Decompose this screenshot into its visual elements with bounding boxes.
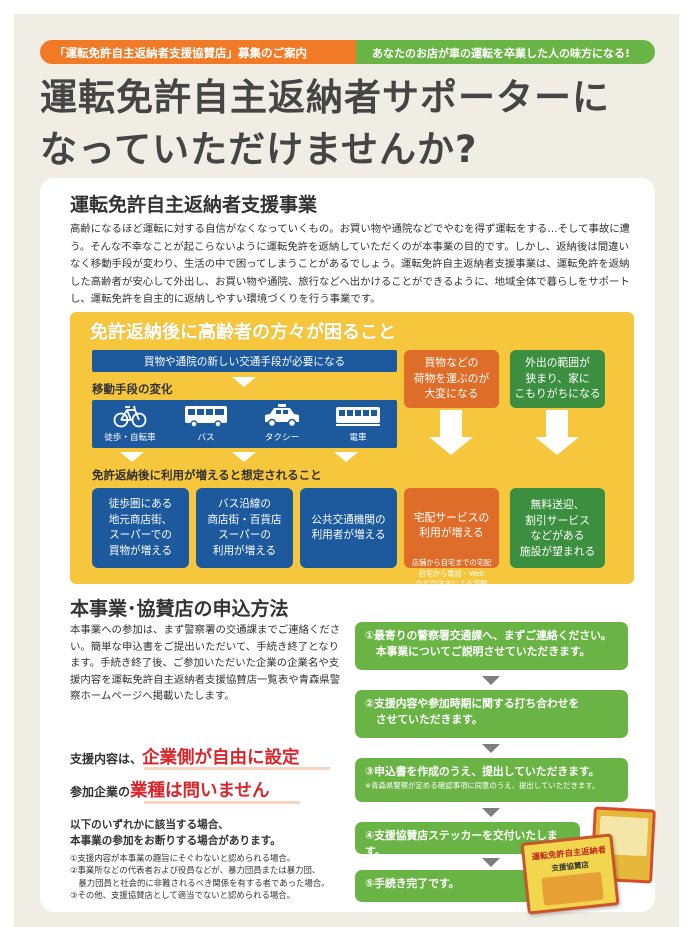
transport-need-banner: 買物や通院の新しい交通手段が必要になる bbox=[92, 350, 397, 372]
down-arrow-icon bbox=[120, 452, 144, 462]
expected-effects-label: 免許返納後に利用が増えると想定されること bbox=[92, 468, 322, 482]
transport-walk-bicycle: 徒歩・自転車 bbox=[92, 400, 168, 448]
result-card-delivery: 宅配サービスの 利用が増える 店舗から自宅までの宅配 自宅から電話・Web など… bbox=[404, 488, 499, 588]
support-content-line: 支援内容は、企業側が自由に設定 bbox=[70, 744, 300, 769]
down-arrow-icon bbox=[232, 377, 256, 387]
step-2: ②支援内容や参加時期に関する打ち合わせを させていただきます。 bbox=[355, 690, 628, 738]
transport-taxi: タクシー bbox=[244, 400, 320, 448]
transport-label: 電車 bbox=[349, 433, 367, 443]
down-arrow-icon bbox=[429, 437, 473, 455]
sticker-illustration bbox=[541, 871, 604, 906]
step-arrow-icon bbox=[482, 808, 500, 817]
application-heading: 本事業･協賛店の申込方法 bbox=[70, 598, 289, 620]
header-recruit-label: 「運転免許自主返納者支援協賛店」募集のご案内 bbox=[40, 40, 356, 64]
refusal-condition: ③その他、支援協賛店として適当でないと認められる場合。 bbox=[70, 889, 296, 900]
highlight-underline bbox=[144, 801, 300, 804]
page-title: 運転免許自主返納者サポーターに なっていただけませんか? bbox=[40, 72, 610, 176]
header-tagline: あなたのお店が車の運転を卒業した人の味方になる! bbox=[356, 40, 655, 64]
support-prefix: 支援内容は、 bbox=[70, 752, 143, 766]
refusal-conditions: ①支援内容が本事業の趣旨にそぐわないと認められる場合。 ②事業所などの代表者およ… bbox=[70, 852, 370, 901]
result-card-bus-line-shopping: バス沿線の 商店街・百貨店 スーパーの 利用が増える bbox=[196, 488, 293, 568]
down-arrow-icon bbox=[535, 437, 579, 455]
down-arrow-icon bbox=[334, 452, 358, 462]
problem-card-carrying-goods: 買物などの 荷物を運ぶのが 大変になる bbox=[404, 350, 499, 408]
application-body: 本事業への参加は、まず警察署の交通課までご連絡ください。簡単な申込書をご提出いた… bbox=[70, 624, 341, 702]
transport-change-label: 移動手段の変化 bbox=[92, 382, 173, 396]
refusal-heading: 以下のいずれかに該当する場合、 本事業の参加をお断りする場合があります。 bbox=[70, 819, 281, 847]
problems-heading: 免許返納後に高齢者の方々が困ること bbox=[90, 322, 396, 343]
result-card-local-shopping: 徒歩圏にある 地元商店街、 スーパーでの 買物が増える bbox=[92, 488, 189, 568]
sticker-image: 運転免許自主返納者 支援協賛店 bbox=[520, 833, 620, 915]
problem-card-stay-home: 外出の範囲が 狭まり、家に こもりがちになる bbox=[510, 350, 605, 408]
bicycle-icon bbox=[113, 405, 147, 428]
taxi-icon bbox=[265, 404, 299, 428]
arrow-stem bbox=[440, 410, 462, 438]
step-3: ③申込書を作成のうえ、提出していただきます。 ※青森県警察が定める確認事項に同意… bbox=[355, 758, 628, 802]
train-icon bbox=[336, 407, 380, 426]
bus-icon bbox=[185, 406, 227, 428]
title-line-1: 運転免許自主返納者サポーターに bbox=[40, 76, 610, 119]
industry-highlight: 業種は問いません bbox=[130, 781, 270, 801]
step-5: ⑤手続き完了です。 bbox=[355, 870, 545, 902]
step-3-note: ※青森県警察が定める確認事項に同意のうえ、提出していただきます。 bbox=[365, 781, 600, 790]
step-arrow-icon bbox=[482, 744, 500, 753]
transport-label: バス bbox=[197, 433, 215, 443]
arrow-stem bbox=[546, 410, 568, 438]
industry-prefix: 参加企業の bbox=[70, 785, 131, 799]
result-card-public-transport: 公共交通機関の 利用者が増える bbox=[300, 488, 397, 568]
title-line-2: なっていただけませんか? bbox=[40, 128, 478, 171]
refusal-condition: 暴力団員と社会的に非難されるべき関係を有する者であった場合。 bbox=[70, 877, 330, 888]
support-highlight: 企業側が自由に設定 bbox=[142, 748, 300, 768]
transport-bus: バス bbox=[168, 400, 244, 448]
transport-options: 徒歩・自転車 バス タクシー bbox=[92, 400, 397, 448]
step-3-text: ③申込書を作成のうえ、提出していただきます。 bbox=[365, 765, 600, 778]
delivery-title: 宅配サービスの 利用が増える bbox=[413, 510, 490, 540]
industry-line: 参加企業の業種は問いません bbox=[70, 777, 270, 802]
highlight-underline bbox=[144, 767, 330, 770]
transport-label: 徒歩・自転車 bbox=[104, 433, 156, 443]
overview-heading: 運転免許自主返納者支援事業 bbox=[70, 194, 318, 216]
refusal-condition: ①支援内容が本事業の趣旨にそぐわないと認められる場合。 bbox=[70, 853, 296, 863]
step-arrow-icon bbox=[482, 858, 500, 867]
step-arrow-icon bbox=[482, 676, 500, 685]
transport-train: 電車 bbox=[320, 400, 396, 448]
step-1: ①最寄りの警察署交通課へ、まずご連絡ください。 本事業についてご説明させていただ… bbox=[355, 622, 628, 670]
delivery-note: 店舗から自宅までの宅配 自宅から電話・Web などの注文による宅配 bbox=[411, 558, 492, 588]
refusal-condition: ②事業所などの代表者および役員などが、暴力団員または暴力団、 bbox=[70, 865, 321, 876]
down-arrow-icon bbox=[232, 452, 256, 462]
header-bar: 「運転免許自主返納者支援協賛店」募集のご案内 あなたのお店が車の運転を卒業した人… bbox=[40, 40, 655, 64]
overview-body: 高齢になるほど運転に対する自信がなくなっていくもの。お買い物や通院などでやむを得… bbox=[70, 223, 631, 305]
result-card-facilities: 無料送迎、 割引サービス などがある 施設が望まれる bbox=[510, 488, 605, 568]
transport-label: タクシー bbox=[264, 433, 300, 443]
